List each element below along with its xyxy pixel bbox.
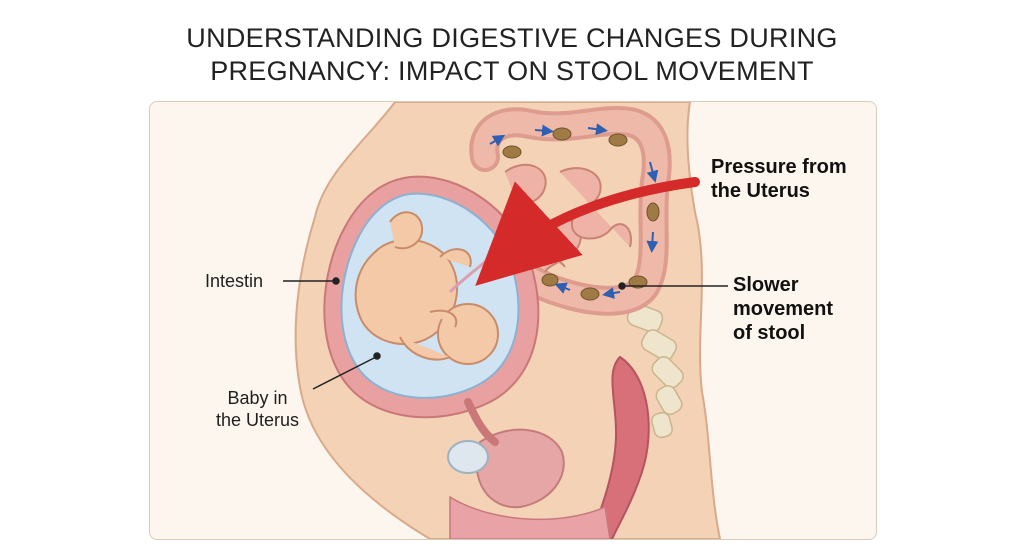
cervix [464, 398, 499, 446]
page-title: UNDERSTANDING DIGESTIVE CHANGES DURING P… [0, 22, 1024, 88]
label-baby-in-uterus: Baby in the Uterus [216, 388, 300, 430]
pressure-arrow [475, 177, 700, 286]
pelvic-floor [449, 495, 611, 539]
pubic-bone [447, 440, 489, 474]
pregnancy-illustration [283, 102, 728, 539]
baby-fetus [354, 211, 499, 365]
rectum [588, 355, 650, 539]
label-intestin: Intestin [205, 271, 264, 291]
bladder [475, 428, 565, 509]
title-line-2: PREGNANCY: IMPACT ON STOOL MOVEMENT [210, 56, 814, 86]
label-pressure-from-uterus: Pressure from the Uterus [711, 156, 847, 202]
label-slower-movement: Slower movement of stool [733, 274, 834, 344]
diagram-panel [149, 101, 877, 540]
leader-lines [283, 277, 728, 390]
title-line-1: UNDERSTANDING DIGESTIVE CHANGES DURING [186, 23, 838, 53]
spine [626, 303, 684, 439]
stool-flow-arrows [489, 123, 659, 299]
